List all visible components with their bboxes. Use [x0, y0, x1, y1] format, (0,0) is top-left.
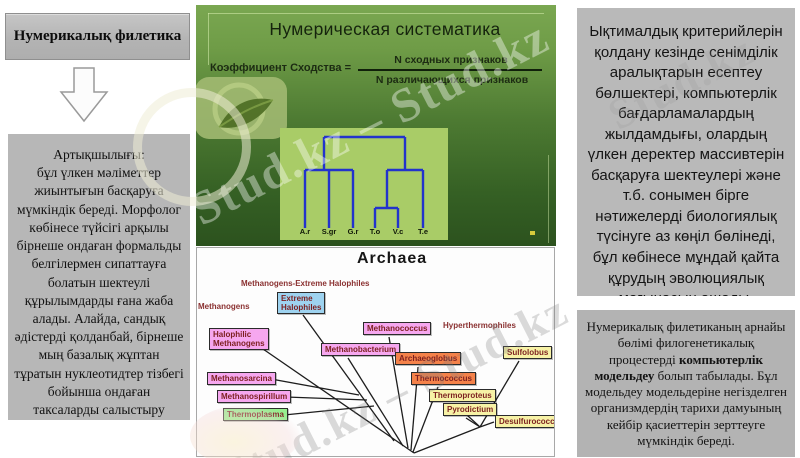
numerical-systematics-slide: Нумерическая систематика Коэффициент Схо… — [196, 5, 556, 246]
probability-text-box: Ықтималдық критерийлерін қолдану кезінде… — [577, 8, 795, 296]
leaf-label: G.r — [347, 227, 359, 236]
slide-title: Нумерическая систематика — [269, 19, 501, 39]
modeling-text-box: Нумерикалық филетиканың арнайы бөлімі фи… — [577, 310, 795, 457]
slide-marker-dot — [530, 231, 535, 235]
slide-divider — [548, 155, 549, 243]
studkz-logo-icon — [196, 77, 287, 139]
taxon-label: Sulfolobus — [503, 346, 553, 360]
taxon-label: Desulfurococcus — [495, 415, 554, 429]
taxon-label: Thermoproteus — [429, 389, 496, 403]
formula-numerator: N сходных признаков — [394, 54, 508, 66]
down-arrow-icon — [59, 67, 109, 123]
taxon-label: Methanosarcina — [207, 372, 276, 386]
slide-divider — [208, 13, 209, 65]
leaf-label: T.e — [417, 227, 429, 236]
leaf-label: A.r — [299, 227, 311, 236]
leaf-label: S.gr — [321, 227, 337, 236]
taxon-label: Methanococcus — [363, 322, 432, 336]
modeling-text-part3: болып табылады. Бұл модельдеу модельдері… — [585, 367, 787, 448]
group-annotation: Methanogens-Extreme Halophiles — [241, 279, 370, 288]
taxon-label: Halophilic Methanogens — [209, 328, 269, 351]
leaf-label: V.c — [392, 227, 404, 236]
taxon-label: Thermoplasma — [223, 408, 288, 422]
leaf-label: T.o — [369, 227, 381, 236]
dendrogram-panel: A.r S.gr G.r T.o V.c T.e — [280, 128, 448, 240]
modeling-text-part1: Нумерикалық филетиканың арнайы бөлімі фи… — [586, 319, 786, 367]
taxon-label: Thermococcus — [411, 372, 476, 386]
dendrogram-tree — [303, 135, 425, 228]
modeling-text-bold: компьютерлік модельдеу — [594, 351, 764, 383]
page-title: Нумерикалық филетика — [13, 28, 182, 44]
taxon-label: Pyrodictium — [443, 403, 498, 417]
formula-denominator: N различающихся признаков — [375, 74, 529, 86]
fraction-bar — [358, 69, 542, 71]
taxon-label: Methanobacterium — [321, 343, 401, 357]
advantages-text-box: Артықшылығы: бұл үлкен мәліметтер жиынты… — [8, 134, 190, 420]
group-annotation: Hyperthermophiles — [443, 321, 516, 330]
taxon-label: Methanospirillum — [217, 390, 292, 404]
formula-label: Коэффициент Сходства = — [210, 62, 352, 74]
slide-divider — [208, 13, 544, 14]
taxon-label: Archaeoglobus — [395, 352, 462, 366]
group-annotation: Methanogens — [198, 302, 250, 311]
taxon-label: Extreme Halophiles — [277, 292, 326, 315]
archaea-title: Archaea — [357, 250, 428, 267]
archaea-panel: Archaea Methanogens-Extreme Halophiles M — [196, 247, 555, 457]
left-title-box: Нумерикалық филетика — [5, 13, 190, 60]
